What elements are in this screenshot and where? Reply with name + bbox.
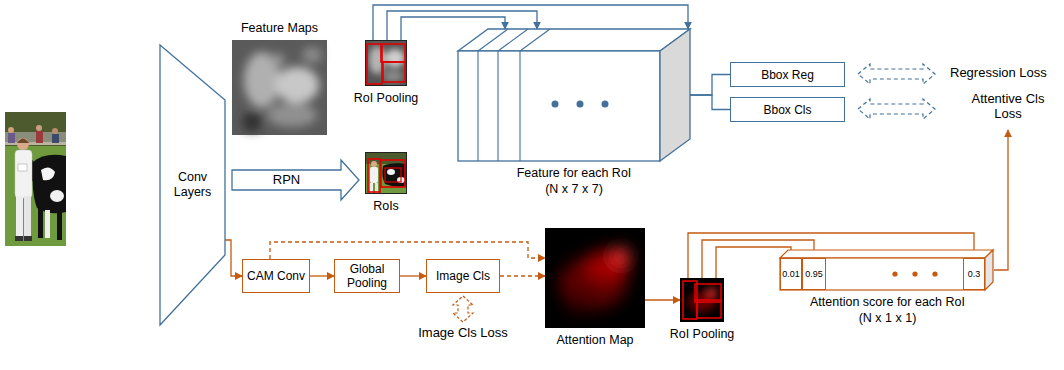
caption: Feature for each RoI(N x 7 x 7) [517, 165, 632, 197]
node-label: Global Pooling [339, 262, 395, 290]
attentive-loss-arrow [994, 130, 1008, 270]
caption-text: RoIs [373, 198, 399, 214]
node-label: CAM Conv [247, 269, 305, 283]
process-box: Image Cls [426, 259, 500, 293]
caption-text: RoI Pooling [670, 326, 735, 342]
node-label: Image Cls [436, 269, 490, 283]
process-box: CAM Conv [242, 259, 310, 293]
regression-loss-arrow [858, 64, 935, 84]
score-cell: 0.01 [780, 258, 802, 290]
caption-text: Attention Map [556, 332, 633, 348]
loss-label: Image Cls Loss [418, 325, 508, 340]
conv-layers-block: Conv Layers [160, 45, 225, 325]
connector [690, 95, 730, 110]
attention-roi-picture [680, 278, 724, 322]
connector [690, 75, 730, 96]
loss-label: Regression Loss [950, 65, 1047, 80]
node-label: 0.3 [968, 269, 981, 280]
label-holder: Regression Loss [950, 65, 1047, 80]
process-box: Global Pooling [334, 259, 400, 293]
caption: RoIs [373, 198, 399, 214]
node-label: Bbox Reg [761, 68, 814, 82]
node-label: Conv Layers [165, 170, 220, 200]
image-cls-loss-arrow [453, 296, 473, 322]
caption-text: (N x 1 x 1) [810, 310, 965, 326]
caption-text: Feature for each RoI [517, 165, 632, 181]
roi-feature-cube: Feature for each RoI(N x 7 x 7) [458, 24, 690, 161]
connector [310, 275, 334, 276]
feature-map-picture [232, 40, 327, 135]
caption-text: Attention score for each RoI [810, 294, 965, 310]
rois-picture [365, 152, 407, 194]
score-cell: 0.3 [963, 258, 985, 290]
caption: Attention score for each RoI(N x 1 x 1) [810, 294, 965, 326]
roi-pooling-image: RoI Pooling [365, 40, 407, 86]
caption: Attention Map [556, 332, 633, 348]
feature-map-image: Feature Maps [232, 40, 327, 135]
caption: Feature Maps [241, 20, 318, 36]
label-holder: Attentive Cls Loss [970, 91, 1046, 121]
node-label: Bbox Cls [763, 103, 811, 117]
score-cell: 0.95 [802, 258, 826, 290]
block-arrow [232, 160, 359, 200]
connector [400, 275, 426, 276]
attention-map-picture [545, 228, 645, 328]
edge-label: RPN [271, 173, 302, 187]
rois-image: RoIs [365, 152, 407, 194]
node-label: 0.95 [805, 269, 823, 280]
attention-roi-image: RoI Pooling [680, 278, 724, 322]
caption: RoI Pooling [354, 90, 419, 106]
loss-label: Attentive Cls Loss [970, 91, 1046, 121]
connector [225, 240, 242, 276]
connector [645, 299, 680, 300]
process-box: Bbox Cls [730, 97, 845, 122]
feature-cube-drawing [458, 24, 690, 161]
label-holder: Image Cls Loss [418, 325, 508, 340]
caption-text: Feature Maps [241, 20, 318, 36]
connector [270, 242, 545, 259]
attention-score-strip: Attention score for each RoI(N x 1 x 1)0… [780, 250, 995, 290]
caption-text: (N x 7 x 7) [517, 181, 632, 197]
roi-feature-picture [365, 40, 407, 86]
process-box: Bbox Reg [730, 62, 845, 87]
input-photo [5, 112, 66, 246]
attention-map-image: Attention Map [545, 228, 645, 328]
cls-loss-arrow [858, 99, 935, 119]
caption-text: RoI Pooling [354, 90, 419, 106]
caption: RoI Pooling [670, 326, 735, 342]
connector [500, 275, 545, 276]
node-label: 0.01 [782, 269, 800, 280]
edge-label-holder: RPN [271, 173, 302, 187]
